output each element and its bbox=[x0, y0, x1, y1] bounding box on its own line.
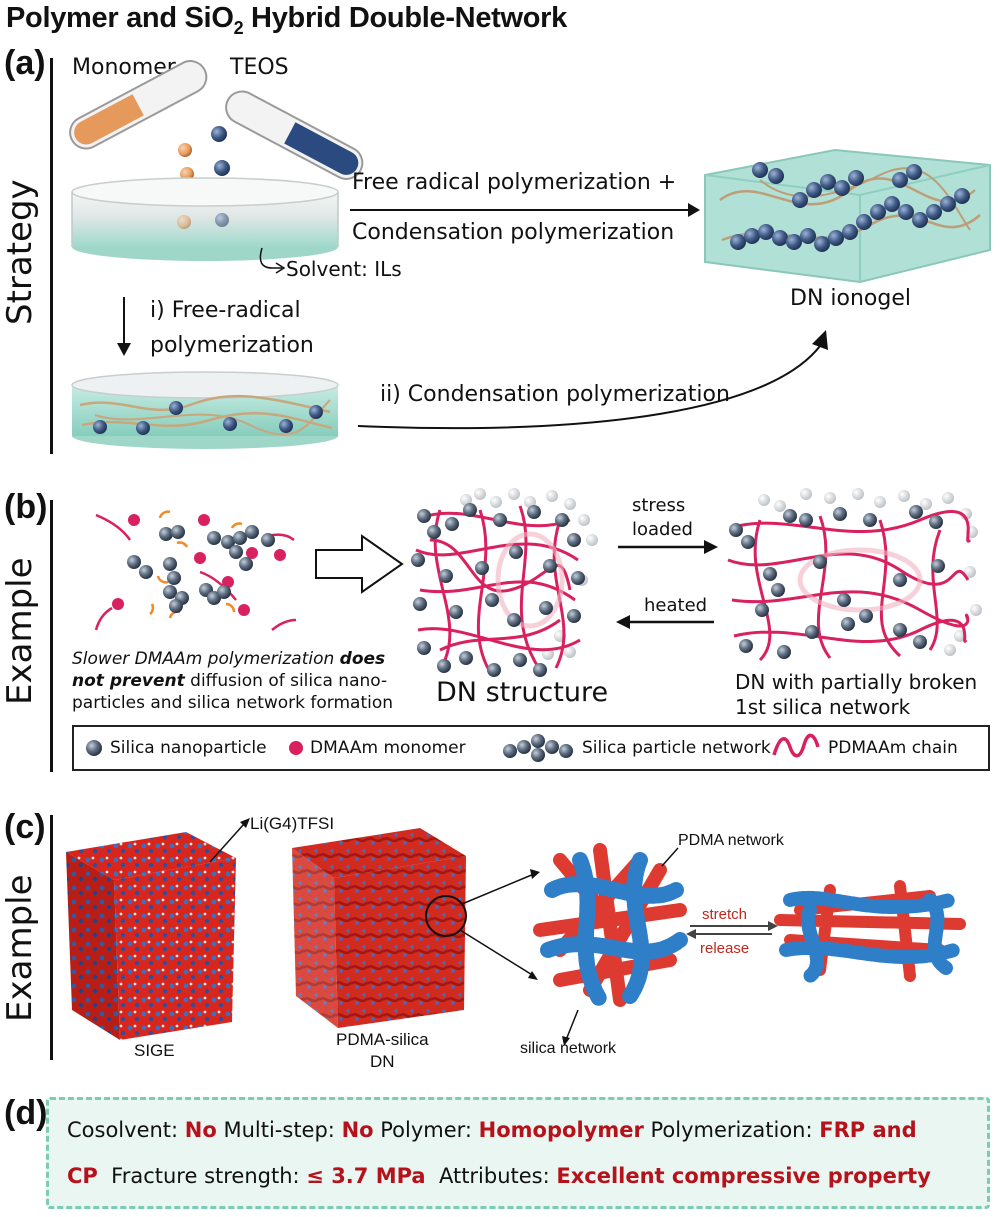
arrow-bottom-label: Condensation polymerization bbox=[352, 220, 675, 245]
panel-b-divider bbox=[50, 500, 53, 772]
panel-c-label: (c) bbox=[4, 808, 46, 846]
legend-box: Silica nanoparticle DMAAm monomer Silica… bbox=[72, 725, 990, 771]
legend-silica-network: Silica particle network bbox=[582, 738, 771, 758]
figure-title: Polymer and SiO2 Hybrid Double-Network bbox=[6, 2, 567, 38]
panel-d-label: (d) bbox=[4, 1094, 48, 1132]
broken-label-line1: DN with partially broken bbox=[735, 670, 978, 694]
summary-box: Cosolvent: No Multi-step: No Polymer: Ho… bbox=[46, 1097, 990, 1209]
arrow-top-label: Free radical polymerization + bbox=[352, 170, 677, 195]
stretch-label: stretch bbox=[702, 906, 748, 923]
caption-line2: not prevent diffusion of silica nano- bbox=[72, 671, 388, 691]
panel-a-label: (a) bbox=[4, 44, 46, 82]
panel-c-graphics bbox=[66, 818, 966, 1046]
solvent-label: Solvent: ILs bbox=[286, 257, 402, 281]
lig4tfsi-label: Li(G4)TFSI bbox=[250, 814, 335, 833]
sige-label: SIGE bbox=[134, 1041, 175, 1060]
mixing-dish bbox=[71, 177, 339, 261]
teos-label: TEOS bbox=[230, 55, 289, 80]
dn-ionogel-label: DN ionogel bbox=[790, 286, 911, 311]
silica-network-legend-icon bbox=[503, 734, 573, 762]
teos-tube bbox=[225, 90, 364, 180]
step2-label: ii) Condensation polymerization bbox=[380, 382, 730, 407]
precursor-mixture bbox=[94, 510, 297, 631]
monomer-tube bbox=[69, 60, 208, 150]
pdma-silica-zoom-after bbox=[774, 880, 966, 983]
pdmaam-chain-legend-icon bbox=[772, 733, 820, 758]
legend-silica-nanoparticle: Silica nanoparticle bbox=[110, 738, 267, 758]
legend-dmaam-monomer: DMAAm monomer bbox=[310, 738, 466, 758]
caption-line3: particles and silica network formation bbox=[72, 693, 394, 713]
summary-line2: CP Fracture strength: ≤ 3.7 MPa Attribut… bbox=[67, 1164, 931, 1188]
silica-network-label: silica network bbox=[520, 1040, 617, 1057]
loaded-label: loaded bbox=[632, 519, 693, 540]
panel-a-divider bbox=[50, 58, 53, 454]
heated-label: heated bbox=[644, 595, 708, 616]
stress-label: stress bbox=[632, 495, 686, 516]
polymerized-dish bbox=[71, 371, 339, 449]
silica-nanoparticle-legend-icon bbox=[86, 740, 102, 756]
step1-label-line1: i) Free-radical bbox=[150, 298, 301, 323]
panel-b-graphics bbox=[94, 488, 982, 677]
pdma-silica-label-line1: PDMA-silica bbox=[336, 1030, 429, 1049]
dn-structure-label: DN structure bbox=[436, 677, 609, 708]
pdma-network-label: PDMA network bbox=[678, 832, 784, 849]
sige-cube bbox=[66, 832, 236, 1040]
pdma-silica-label-line2: DN bbox=[370, 1052, 395, 1071]
broken-label-line2: 1st silica network bbox=[735, 695, 911, 719]
step1-label-line2: polymerization bbox=[150, 333, 314, 358]
pdma-silica-dn-cube bbox=[292, 828, 466, 1028]
panel-c-divider bbox=[50, 815, 53, 1060]
dn-structure-network bbox=[411, 488, 598, 677]
falling-drops bbox=[178, 126, 230, 181]
dmaam-monomer-legend-icon bbox=[289, 741, 303, 755]
release-label: release bbox=[700, 940, 750, 957]
panel-b-label: (b) bbox=[4, 488, 48, 526]
pdma-silica-zoom-before bbox=[533, 843, 688, 1008]
panel-a-graphics bbox=[69, 60, 991, 449]
caption-line1: Slower DMAAm polymerization does bbox=[72, 649, 386, 669]
summary-line1: Cosolvent: No Multi-step: No Polymer: Ho… bbox=[67, 1118, 917, 1142]
broken-network bbox=[727, 488, 982, 662]
dn-ionogel-slab bbox=[704, 148, 991, 284]
legend-pdmaam-chain: PDMAAm chain bbox=[828, 738, 958, 758]
